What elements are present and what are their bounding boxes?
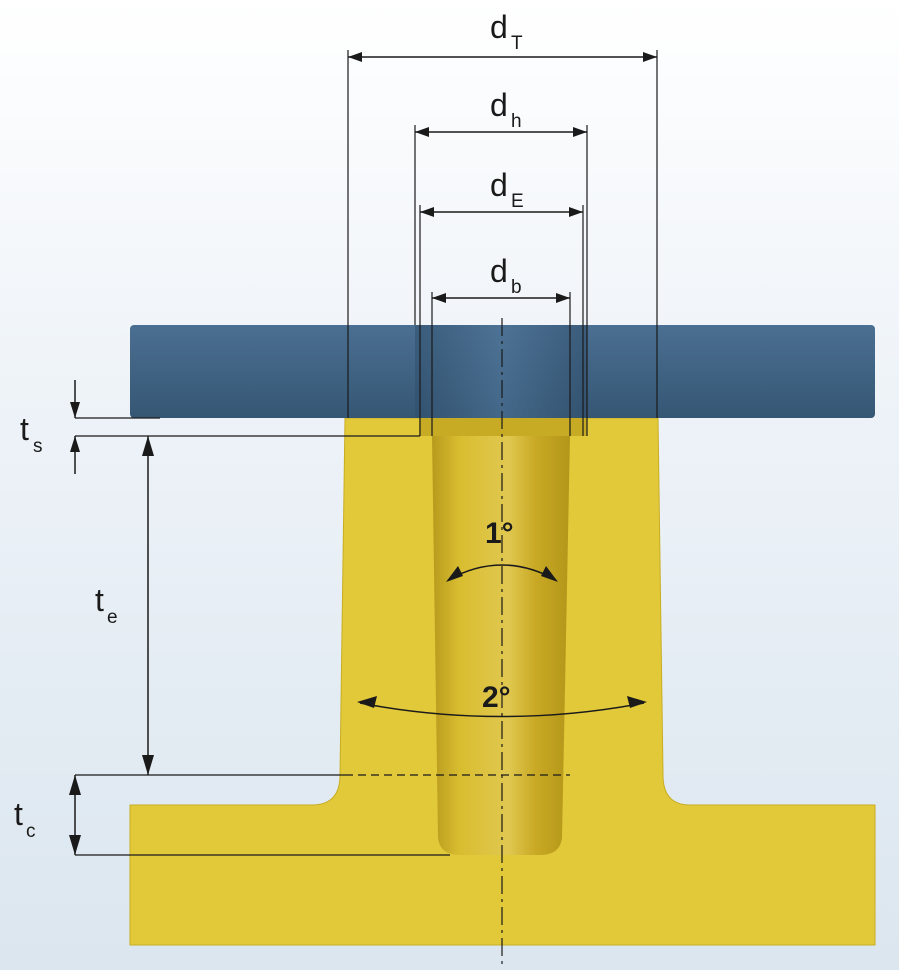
- blind-hole: [432, 436, 570, 855]
- svg-text:T: T: [511, 33, 523, 54]
- svg-text:b: b: [511, 277, 522, 298]
- plate-hole-shading: [415, 325, 587, 418]
- angle-inner-label: 1°: [485, 517, 514, 550]
- label-ts: t s: [20, 411, 43, 457]
- angle-outer-label: 2°: [482, 681, 511, 714]
- svg-text:t: t: [14, 796, 23, 832]
- svg-text:h: h: [511, 111, 522, 132]
- label-dT: d T: [490, 9, 523, 54]
- svg-text:E: E: [511, 191, 524, 212]
- svg-text:d: d: [490, 9, 508, 45]
- svg-text:d: d: [490, 167, 508, 203]
- counterbore: [419, 418, 587, 436]
- svg-text:c: c: [26, 821, 36, 842]
- svg-text:t: t: [95, 582, 104, 618]
- label-dE: d E: [490, 167, 524, 212]
- svg-text:d: d: [490, 87, 508, 123]
- label-tc: t c: [14, 796, 36, 842]
- svg-text:t: t: [20, 411, 29, 447]
- label-db: d b: [490, 253, 522, 298]
- svg-text:d: d: [490, 253, 508, 289]
- label-dh: d h: [490, 87, 522, 132]
- svg-text:e: e: [107, 607, 118, 628]
- svg-text:s: s: [33, 436, 43, 457]
- label-te: t e: [95, 582, 118, 628]
